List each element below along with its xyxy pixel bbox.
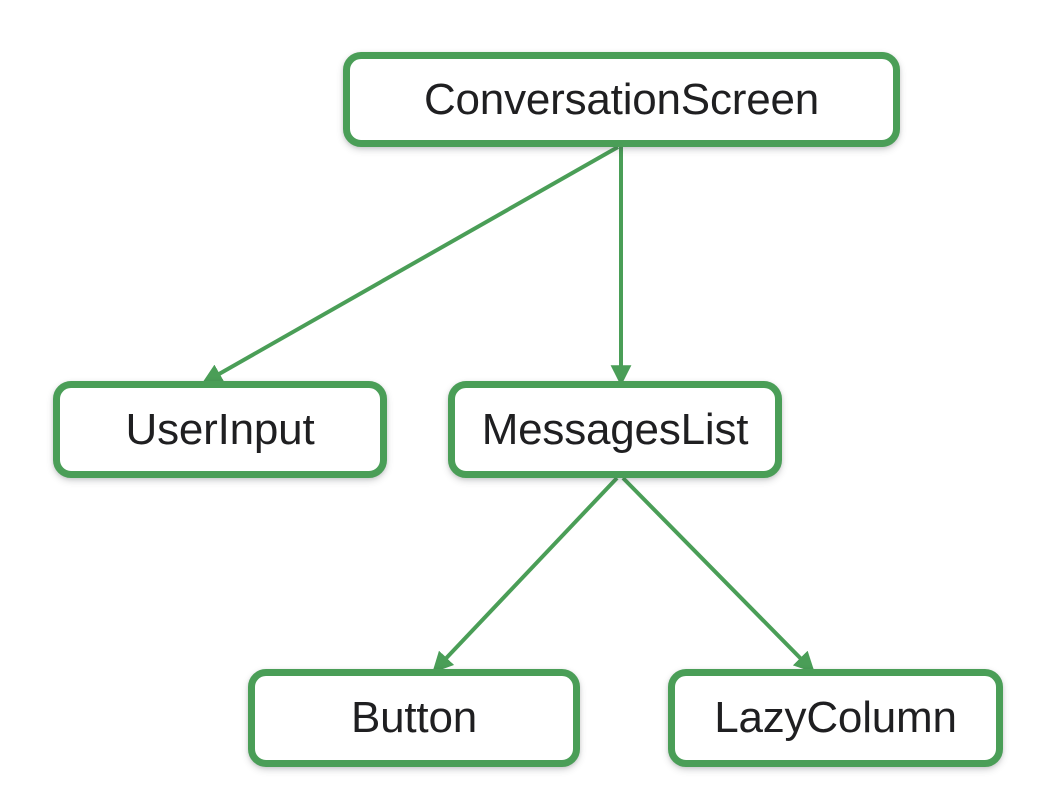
node-messages-list[interactable]: MessagesList <box>448 381 782 478</box>
node-label-lazy-column: LazyColumn <box>714 693 957 742</box>
node-user-input[interactable]: UserInput <box>53 381 387 478</box>
node-label-messages-list: MessagesList <box>481 404 749 454</box>
edge-messageslist-lazycolumn <box>621 476 815 673</box>
edge-conversationscreen-userinput <box>201 145 619 384</box>
node-conversation-screen[interactable]: ConversationScreen <box>343 52 900 147</box>
node-lazy-column[interactable]: LazyColumn <box>668 669 1003 767</box>
node-label-button: Button <box>350 693 477 742</box>
edge-messageslist-button <box>432 476 619 673</box>
node-label-user-input: UserInput <box>125 404 315 454</box>
node-label-conversation-screen: ConversationScreen <box>423 74 820 124</box>
node-button[interactable]: Button <box>248 669 580 767</box>
